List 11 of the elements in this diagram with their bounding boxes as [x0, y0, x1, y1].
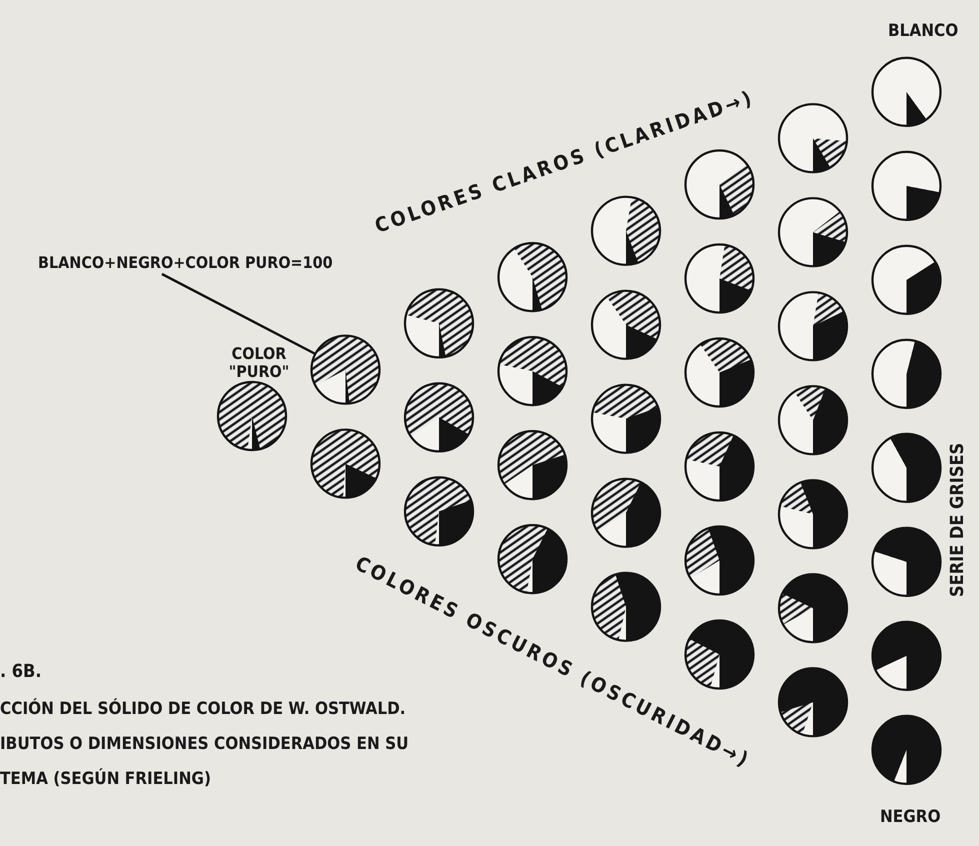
leader-line: [161, 272, 316, 356]
axis-label: SERIE DE GRISES: [948, 442, 968, 598]
annotation-text: COLOR "PURO": [228, 345, 290, 380]
caption-text: IBUTOS O DIMENSIONES CONSIDERADOS EN SU: [0, 735, 409, 754]
caption-text: CCIÓN DEL SÓLIDO DE COLOR DE W. OSTWALD.: [0, 700, 406, 719]
annotation-text: BLANCO+NEGRO+COLOR PURO=100: [38, 254, 333, 272]
pole-label: NEGRO: [880, 808, 941, 827]
caption-text: . 6B.: [0, 662, 42, 682]
caption-text: TEMA (SEGÚN FRIELING): [0, 770, 211, 789]
pole-label: BLANCO: [888, 22, 958, 41]
color-circle: [310, 334, 381, 405]
